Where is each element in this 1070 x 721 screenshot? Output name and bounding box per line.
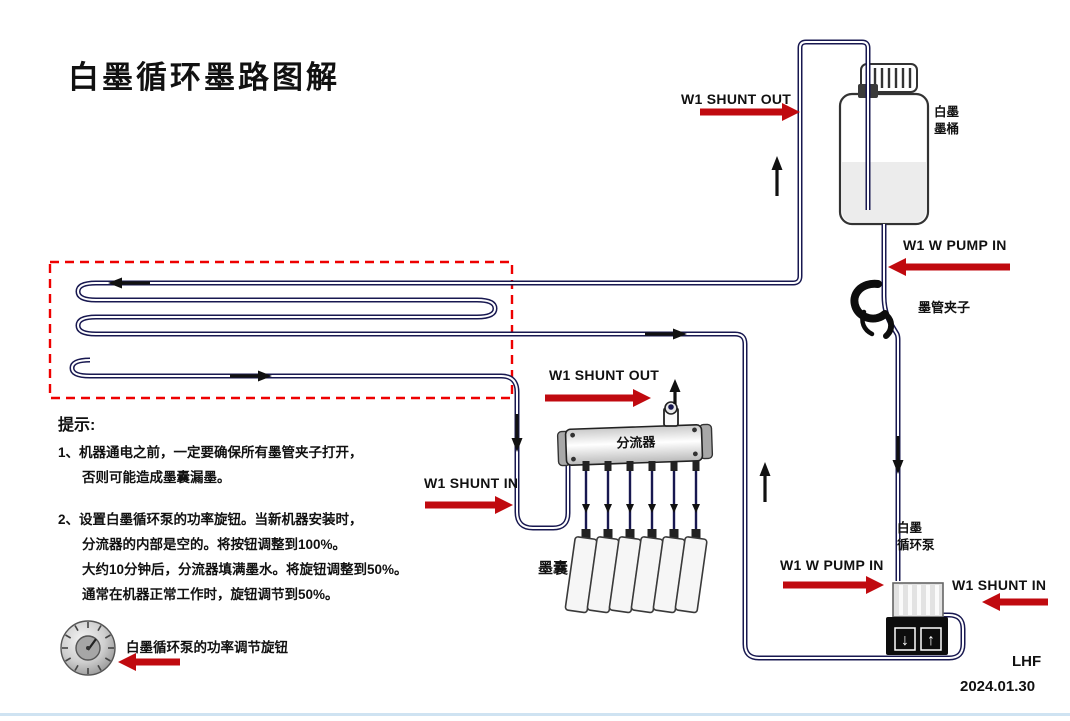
damper — [674, 536, 708, 614]
tube-clamp-icon — [850, 279, 895, 339]
ink-splitter: 分流器 — [556, 423, 714, 467]
port-arrows — [118, 103, 1048, 671]
label-shunt-out-mid: W1 SHUNT OUT — [549, 367, 659, 383]
label-tube-clamp: 墨管夹子 — [918, 300, 970, 315]
power-knob — [60, 620, 116, 676]
red-arrow-knob — [118, 653, 180, 671]
red-arrow-shunt-in-bottom — [982, 593, 1048, 611]
page-edge-line — [0, 713, 1070, 716]
tips-line-2: 否则可能造成墨囊漏墨。 — [81, 469, 231, 485]
footer-author: LHF — [1012, 653, 1041, 670]
splitter-top-port — [663, 401, 679, 427]
page-title: 白墨循环墨路图解 — [68, 60, 340, 95]
label-bucket-1: 白墨 — [934, 104, 960, 119]
label-pump-1: 白墨 — [897, 520, 923, 535]
white-ink-bucket — [838, 63, 930, 226]
label-shunt-in-mid: W1 SHUNT IN — [424, 475, 518, 491]
ink-dampers — [564, 461, 708, 614]
knob-label: 白墨循环泵的功率调节旋钮 — [126, 639, 288, 655]
tips-line-4: 分流器的内部是空的。将按钮调整到100%。 — [82, 536, 346, 552]
tips-line-1: 1、机器通电之前，一定要确保所有墨管夹子打开， — [58, 444, 363, 460]
label-w-pump-in-bottom: W1 W PUMP IN — [780, 557, 884, 573]
footer-date: 2024.01.30 — [960, 678, 1035, 695]
red-arrow-shunt-out-mid — [545, 389, 651, 407]
red-arrow-shunt-in-mid — [425, 496, 513, 514]
label-shunt-out-top: W1 SHUNT OUT — [681, 91, 791, 107]
flow-arrows — [108, 156, 904, 502]
ink-level — [842, 162, 926, 222]
pump-up-glyph: ↑ — [927, 632, 935, 649]
circulation-pump: ↓ ↑ — [886, 582, 948, 655]
carriage-tube-zone-dashed-box — [48, 260, 514, 400]
pump-button-down — [894, 627, 916, 651]
label-ink-dampers: 墨囊 — [538, 559, 569, 577]
red-arrow-w-pump-in-bottom — [783, 576, 884, 594]
pump-down-glyph: ↓ — [901, 632, 909, 649]
pump-button-up — [920, 627, 942, 651]
red-arrow-shunt-out-top — [700, 103, 800, 121]
label-pump-2: 循环泵 — [897, 537, 935, 552]
tips-heading: 提示: — [58, 416, 95, 434]
label-w-pump-in-right: W1 W PUMP IN — [903, 237, 1007, 253]
tips-line-3: 2、设置白墨循环泵的功率旋钮。当新机器安装时， — [58, 511, 363, 527]
label-shunt-in-bottom: W1 SHUNT IN — [952, 577, 1046, 593]
red-arrow-w-pump-in-right — [888, 258, 1010, 276]
splitter-label: 分流器 — [616, 434, 656, 450]
tips-line-6: 通常在机器正常工作时，旋钮调节到50%。 — [82, 586, 339, 602]
tips-line-5: 大约10分钟后，分流器填满墨水。将旋钮调整到50%。 — [82, 561, 408, 577]
label-bucket-2: 墨桶 — [934, 121, 959, 136]
